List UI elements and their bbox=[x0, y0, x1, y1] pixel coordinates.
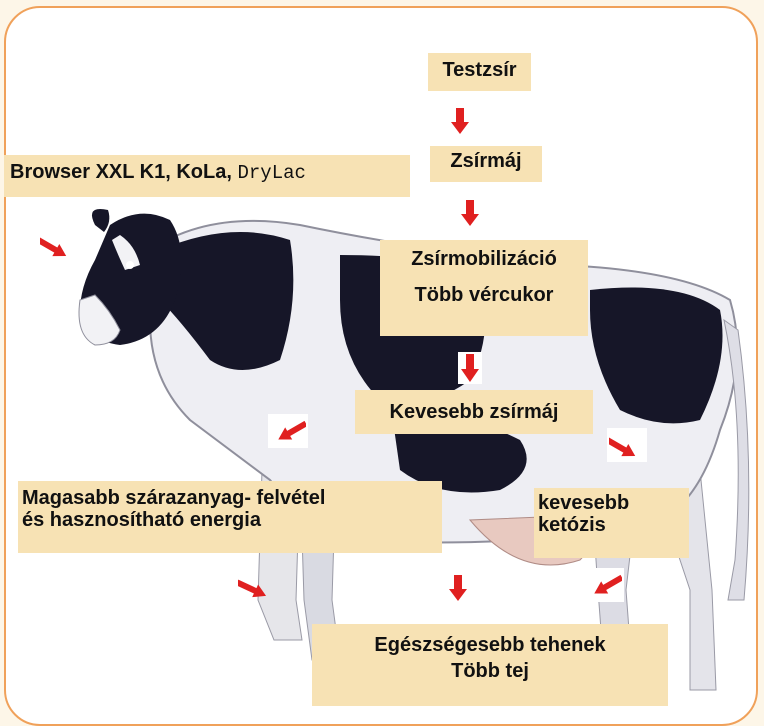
down-arrow-icon bbox=[461, 354, 479, 382]
arrow-pointing-down-left-icon bbox=[270, 416, 306, 446]
result-box: Egészségesebb tehenek Több tej bbox=[312, 624, 668, 706]
arrow-pointing-down-left-icon bbox=[586, 570, 622, 600]
less-fatty-liver-label: Kevesebb zsírmáj bbox=[390, 401, 559, 423]
down-arrow-icon bbox=[461, 200, 479, 226]
down-arrow-icon bbox=[451, 108, 469, 134]
fatty-liver-label: Zsírmáj bbox=[450, 150, 521, 172]
result-line-2: Több tej bbox=[312, 658, 668, 684]
ketosis-line-1: kevesebb bbox=[538, 492, 689, 514]
dry-matter-box: Magasabb szárazanyag- felvétel és haszno… bbox=[18, 481, 442, 553]
more-blood-sugar-label: Több vércukor bbox=[380, 284, 588, 306]
dry-matter-line-2: és hasznosítható energia bbox=[22, 509, 442, 531]
source-label: Browser XXL K1, KoLa, bbox=[10, 161, 232, 183]
fatty-liver-box: Zsírmáj bbox=[430, 146, 542, 182]
source-label-box: Browser XXL K1, KoLa, DryLac bbox=[4, 155, 410, 197]
body-fat-box: Testzsír bbox=[428, 53, 531, 91]
less-fatty-liver-box: Kevesebb zsírmáj bbox=[355, 390, 593, 434]
body-fat-label: Testzsír bbox=[442, 59, 516, 81]
dry-matter-line-1: Magasabb szárazanyag- felvétel bbox=[22, 487, 442, 509]
down-arrow-icon bbox=[449, 575, 467, 601]
result-line-1: Egészségesebb tehenek bbox=[312, 632, 668, 658]
mobilization-box: Zsírmobilizáció Több vércukor bbox=[380, 240, 588, 336]
arrow-pointing-down-right-icon bbox=[40, 230, 76, 258]
arrow-pointing-down-right-icon bbox=[238, 572, 274, 600]
ketosis-line-2: ketózis bbox=[538, 514, 689, 536]
product-label: DryLac bbox=[237, 162, 305, 184]
ketosis-box: kevesebb ketózis bbox=[534, 488, 689, 558]
fat-mobilization-label: Zsírmobilizáció bbox=[380, 248, 588, 270]
arrow-pointing-down-right-icon bbox=[609, 430, 645, 460]
